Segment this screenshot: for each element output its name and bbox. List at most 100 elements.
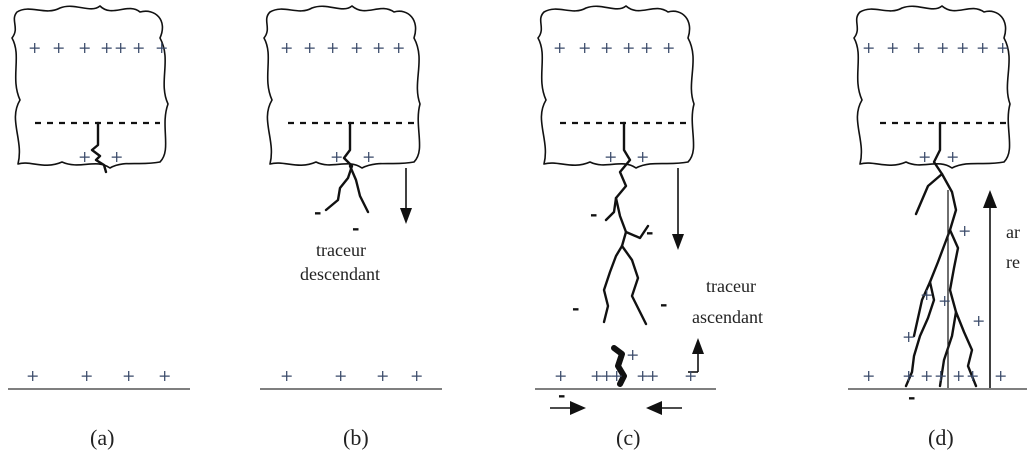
plus-sign: + [952,366,965,385]
plus-sign: + [934,366,947,385]
minus-sign: - [572,298,579,319]
plus-sign: + [862,38,875,57]
plus-sign: + [28,38,41,57]
arrow-head [400,208,412,224]
minus-sign: - [314,202,321,223]
arrow-head [672,234,684,250]
caption-d: (d) [928,425,954,450]
label-return-stroke-1: ar [1006,222,1020,242]
minus-sign: - [646,222,653,243]
plus-sign: + [640,38,653,57]
plus-sign: + [996,38,1009,57]
plus-sign: + [376,366,389,385]
plus-sign: + [362,147,375,166]
stepped-leader-branch [348,164,370,214]
plus-sign: + [52,38,65,57]
stepped-leader [324,121,354,212]
plus-sign: + [334,366,347,385]
panel-c: + + + + + + + + - - - - traceur ascendan… [535,5,763,450]
plus-sign: + [662,38,675,57]
plus-sign: + [350,38,363,57]
plus-sign: + [912,38,925,57]
plus-sign: + [78,38,91,57]
plus-sign: + [938,291,951,310]
plus-sign: + [554,366,567,385]
plus-sign: + [918,147,931,166]
plus-sign: + [976,38,989,57]
plus-sign: + [972,311,985,330]
cloud-b [263,5,421,169]
plus-sign: + [636,147,649,166]
cloud-d [853,5,1011,169]
plus-sign: + [946,147,959,166]
label-traceur-ascendant-1: traceur [706,276,756,296]
channel-center [938,228,960,388]
plus-sign: + [956,38,969,57]
plus-sign: + [114,38,127,57]
plus-sign: + [80,366,93,385]
channel-branch [912,280,932,338]
plus-sign: + [626,345,639,364]
plus-sign: + [100,38,113,57]
plus-sign: + [78,147,91,166]
caption-a: (a) [90,425,114,450]
plus-sign: + [994,366,1007,385]
arrow-head [692,338,704,354]
leader-stub [90,121,108,174]
arrow-head [570,401,586,415]
panel-b: + + + + + + + + - - traceur descendant +… [260,5,442,450]
upward-leader [611,345,627,387]
arrow-head [983,190,997,208]
stepped-leader-branch [624,224,650,240]
plus-sign: + [280,38,293,57]
stepped-leader-right [620,244,648,326]
label-return-stroke-2: re [1006,252,1020,272]
caption-c: (c) [616,425,640,450]
minus-sign: - [558,385,565,406]
plus-sign: + [958,221,971,240]
plus-sign: + [110,147,123,166]
plus-sign: + [920,366,933,385]
plus-sign: + [920,285,933,304]
plus-sign: + [646,366,659,385]
plus-sign: + [158,366,171,385]
cloud-c [537,5,695,169]
label-traceur-ascendant-2: ascendant [692,307,763,327]
plus-sign: + [862,366,875,385]
plus-sign: + [155,38,168,57]
plus-sign: + [600,366,613,385]
plus-sign: + [326,38,339,57]
plus-sign: + [610,366,623,385]
plus-sign: + [132,38,145,57]
plus-sign: + [936,38,949,57]
panel-d: + + + + + + + + + + + + + + ar re + + + … [848,5,1027,450]
cloud-a [11,5,169,169]
stepped-leader-left [602,196,628,324]
caption-b: (b) [343,425,369,450]
minus-sign: - [660,294,667,315]
arrow-head [646,401,662,415]
plus-sign: + [684,366,697,385]
plus-sign: + [600,38,613,57]
plus-sign: + [604,147,617,166]
plus-sign: + [966,366,979,385]
plus-sign: + [330,147,343,166]
plus-sign: + [410,366,423,385]
plus-sign: + [122,366,135,385]
plus-sign: + [902,366,915,385]
minus-sign: - [352,218,359,239]
plus-sign: + [303,38,316,57]
plus-sign: + [280,366,293,385]
channel-right [954,310,978,388]
label-traceur-descendant-1: traceur [316,240,366,260]
stepped-leader [604,121,632,222]
plus-sign: + [372,38,385,57]
minus-sign: - [590,204,597,225]
plus-sign: + [26,366,39,385]
label-traceur-descendant-2: descendant [300,264,380,284]
plus-sign: + [578,38,591,57]
panel-a: + + + + + + + + + + + + + (a) [8,5,190,450]
minus-sign: - [908,387,915,408]
plus-sign: + [902,327,915,346]
